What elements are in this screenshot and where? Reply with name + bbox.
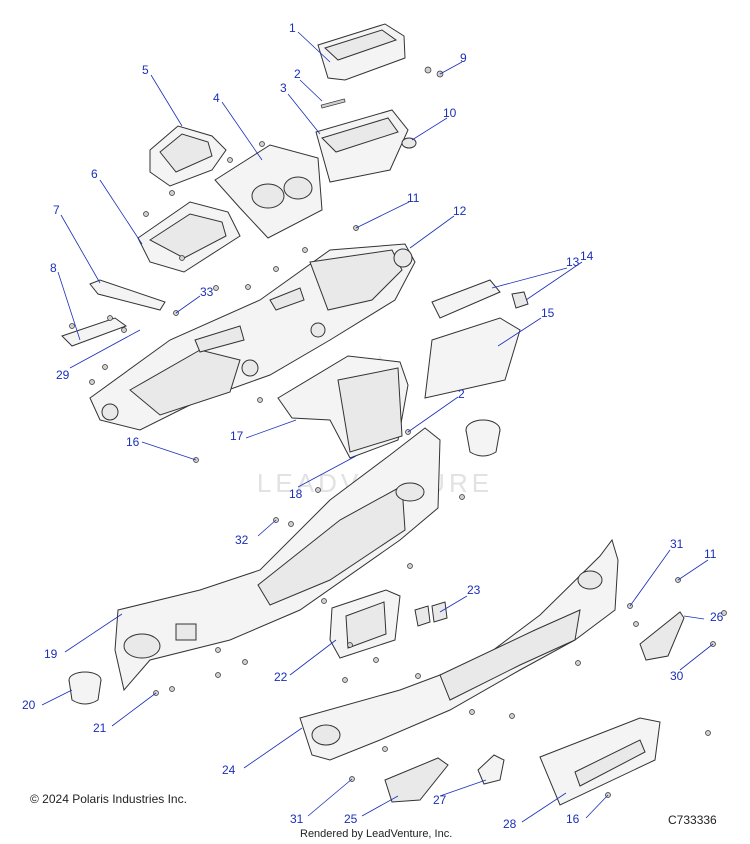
callout-20: 20	[22, 698, 36, 712]
callout-14: 14	[580, 249, 594, 263]
callout-7: 7	[53, 203, 60, 217]
callout-17: 17	[230, 429, 244, 443]
part-9-fastener	[424, 66, 432, 74]
callout-3: 3	[280, 81, 287, 95]
part-15-glovebox-door	[424, 317, 521, 399]
callout-8: 8	[50, 261, 57, 275]
part-25-grille	[384, 757, 449, 803]
callout-31-right: 31	[670, 537, 684, 551]
callout-22: 22	[274, 670, 288, 684]
part-24-lower-bezel	[299, 538, 619, 761]
callout-29: 29	[56, 368, 70, 382]
part-7-bracket	[89, 279, 166, 311]
callout-33: 33	[200, 285, 214, 299]
callout-2-top: 2	[294, 67, 301, 81]
callout-4: 4	[213, 91, 220, 105]
part-19-lower-dash	[114, 427, 441, 692]
leader-lines	[41, 31, 714, 823]
callout-10: 10	[443, 106, 457, 120]
part-27-vent	[477, 754, 505, 785]
callout-31-bottom: 31	[290, 812, 304, 826]
part-12-upper-dash	[89, 243, 416, 431]
part-10-bumper	[401, 137, 417, 149]
part-4-cupholder-panel	[214, 144, 323, 239]
callout-11-top: 11	[407, 191, 420, 205]
part-2-bolt-top	[320, 98, 346, 109]
callout-15: 15	[541, 306, 555, 320]
part-28-storage-tray	[539, 717, 661, 806]
callout-19: 19	[44, 647, 58, 661]
callout-1: 1	[289, 21, 296, 35]
callout-16-left: 16	[126, 435, 140, 449]
part-1-cover	[317, 23, 406, 81]
part-5-gauge-bezel	[149, 125, 227, 187]
callout-18: 18	[289, 487, 303, 501]
copyright-text: © 2024 Polaris Industries Inc.	[30, 792, 187, 806]
part-6-gauge-housing	[137, 201, 241, 273]
callout-11-right: 11	[704, 547, 717, 561]
cup-insert-upper	[465, 419, 501, 457]
part-13-trim	[431, 279, 501, 319]
part-20-cup-holder	[68, 671, 102, 705]
part-23-clip	[414, 605, 431, 627]
callout-23: 23	[467, 583, 481, 597]
part-8-plate	[61, 317, 128, 347]
callout-24: 24	[222, 763, 236, 777]
part-14-latch	[511, 291, 529, 309]
callout-2-mid: 2	[458, 387, 465, 401]
callout-28: 28	[503, 817, 517, 831]
part-3-storage-bin	[315, 109, 409, 183]
fastener-set	[69, 141, 727, 798]
part-26-grille	[639, 611, 685, 661]
callout-32: 32	[235, 533, 249, 547]
diagram-id: C733336	[668, 813, 717, 827]
part-23-clip-2	[431, 601, 448, 623]
callout-13: 13	[566, 255, 580, 269]
callout-6: 6	[91, 167, 98, 181]
callout-30: 30	[670, 669, 684, 683]
callout-9: 9	[460, 51, 467, 65]
callout-25: 25	[344, 812, 358, 826]
callout-16-bottom: 16	[566, 812, 580, 826]
callout-21: 21	[93, 721, 107, 735]
part-17-glovebox	[277, 355, 409, 459]
callout-5: 5	[142, 63, 149, 77]
rendered-by-text: Rendered by LeadVenture, Inc.	[300, 828, 453, 840]
part-22-vent-panel	[329, 589, 401, 659]
callout-26: 26	[710, 610, 724, 624]
callout-12: 12	[453, 204, 467, 218]
callout-27: 27	[433, 793, 447, 807]
